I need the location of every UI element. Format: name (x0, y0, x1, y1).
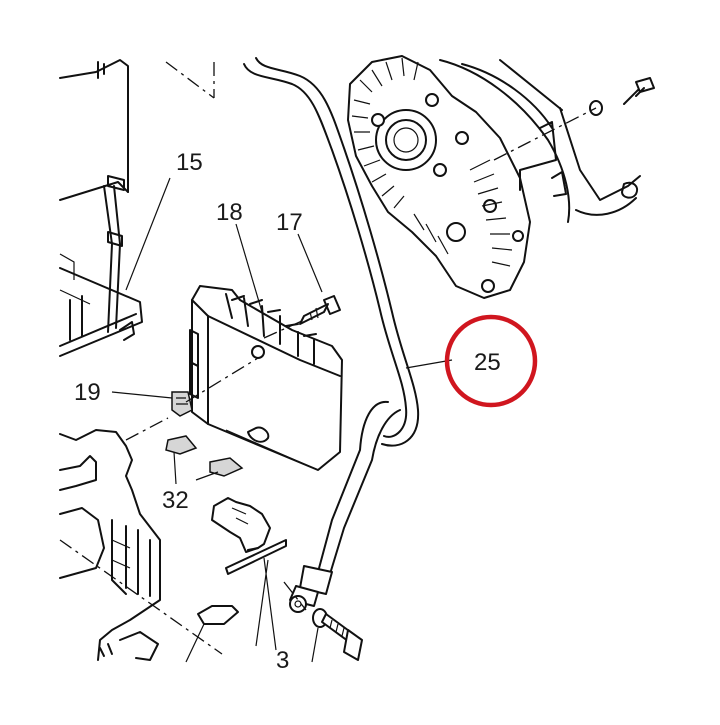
screw-part-17 (299, 295, 341, 325)
screw-part (589, 77, 655, 116)
leader-line-18 (235, 223, 263, 313)
controller-box-part-18 (189, 285, 343, 471)
pad-part-32 (165, 435, 244, 477)
bolt-part (312, 608, 363, 661)
assembly-axis-line (59, 539, 223, 655)
motor-housing-part (347, 55, 641, 299)
leader-line (185, 623, 205, 663)
callout-19: 19 (74, 379, 101, 406)
clip-part-19 (171, 391, 193, 417)
cable-part-25 (243, 57, 420, 613)
callout-15: 15 (176, 149, 203, 176)
assembly-axis-line (125, 417, 169, 441)
leader-line-15 (125, 177, 171, 291)
leader-line-3 (255, 557, 277, 651)
leader-line-17 (297, 233, 323, 293)
leader-line-3 (311, 627, 319, 663)
bracket-part-3 (211, 497, 287, 575)
assembly-axis-line (165, 61, 215, 99)
assembly-axis-line (283, 581, 307, 611)
leader-line-25 (405, 359, 453, 369)
callout-3: 3 (276, 647, 289, 674)
leader-line-32 (173, 451, 219, 485)
leader-line-19 (111, 391, 173, 399)
callout-25: 25 (474, 349, 501, 376)
callout-17: 17 (276, 209, 303, 236)
assembly-axis-line (493, 107, 597, 161)
highlight-circle (444, 314, 538, 408)
left-frame-part (59, 59, 143, 357)
callout-32: 32 (162, 487, 189, 514)
assembly-axis-line (263, 319, 305, 339)
callout-18: 18 (216, 199, 243, 226)
